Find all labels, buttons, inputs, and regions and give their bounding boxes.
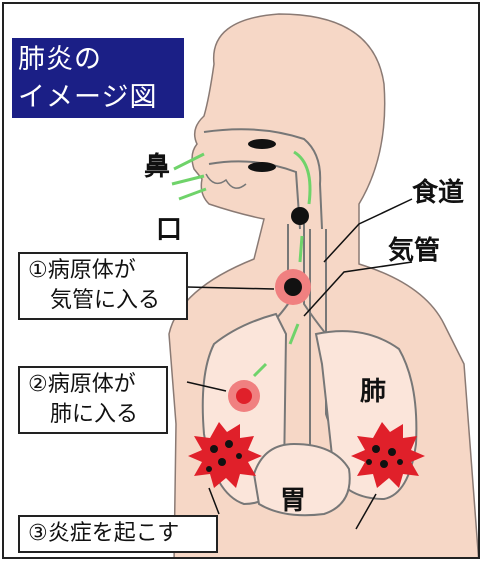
pathogen-throat — [291, 207, 309, 225]
nasal-passage — [203, 128, 323, 230]
label-lung: 肺 — [360, 377, 387, 407]
label-nose: 鼻 — [144, 152, 171, 182]
inflammation-right — [351, 422, 425, 488]
callout-step2: ②病原体が 肺に入る — [18, 366, 168, 434]
diagram-title: 肺炎の イメージ図 — [12, 38, 184, 118]
teeth-outline — [205, 173, 247, 189]
leader-lines — [186, 198, 413, 530]
callout-step1: ①病原体が 気管に入る — [18, 252, 188, 320]
nose-dot-upper — [248, 139, 276, 149]
pathogen-trachea — [275, 269, 311, 305]
label-stomach: 胃 — [280, 486, 307, 516]
label-esophagus: 食道 — [412, 178, 465, 208]
callout-step3: ③炎症を起こす — [18, 515, 218, 553]
label-mouth: 口 — [156, 215, 183, 245]
body-illustration — [168, 13, 478, 557]
pathogen-lung — [228, 380, 260, 412]
diagram-frame: 肺炎の イメージ図 鼻 口 食道 気管 肺 胃 ①病原体が 気管に入る ②病原体… — [2, 2, 480, 559]
label-trachea: 気管 — [388, 236, 441, 266]
airflow-arrows — [171, 150, 312, 378]
inflammation-left — [188, 422, 262, 488]
stomach-shape — [252, 442, 351, 517]
nose-dot-lower — [248, 162, 276, 172]
